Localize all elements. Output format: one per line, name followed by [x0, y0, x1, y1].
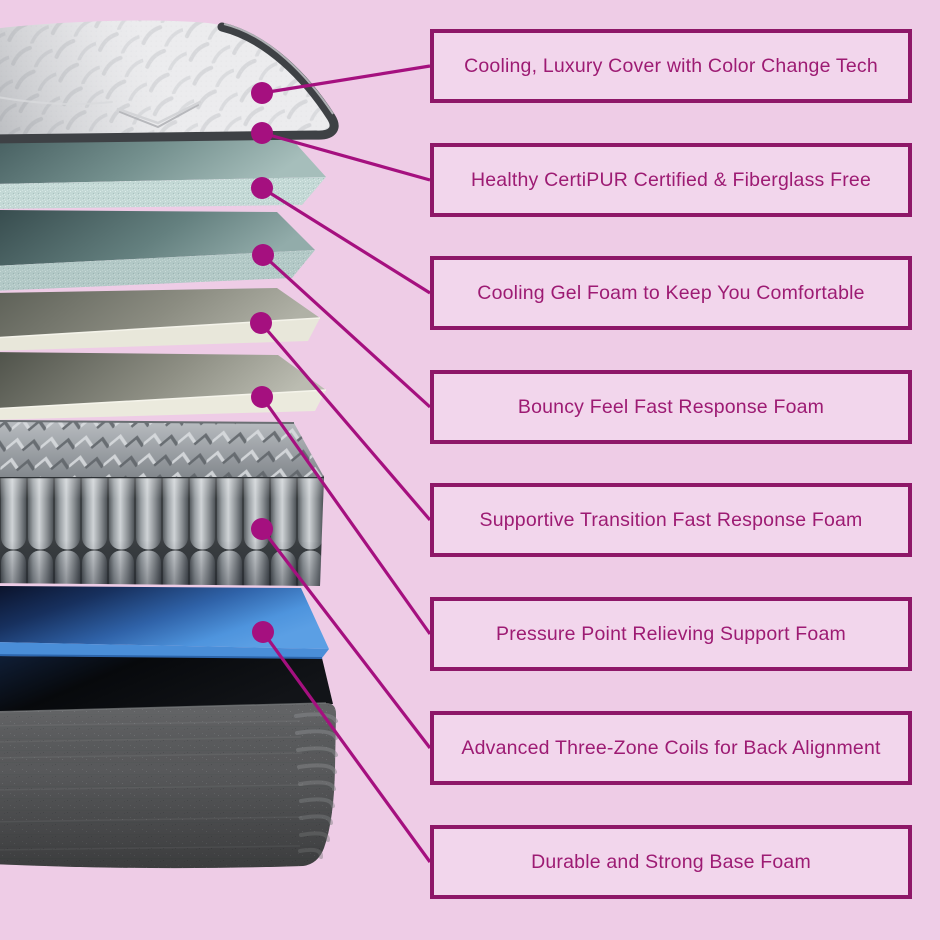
callout-dot-base	[252, 621, 274, 643]
callout-label: Cooling Gel Foam to Keep You Comfortable	[477, 281, 865, 304]
callout-label: Durable and Strong Base Foam	[531, 850, 811, 873]
callout-box-cover: Cooling, Luxury Cover with Color Change …	[430, 29, 912, 103]
callout-box-bouncy: Bouncy Feel Fast Response Foam	[430, 370, 912, 444]
callout-box-pressure: Pressure Point Relieving Support Foam	[430, 597, 912, 671]
gel2-front-tint	[0, 250, 315, 291]
base-front-bands	[0, 720, 304, 851]
callout-dot-cover	[251, 82, 273, 104]
gel-foam-layer-2	[0, 210, 315, 291]
blue-foam-front	[0, 642, 329, 658]
base-top-shadow	[0, 656, 333, 712]
base-fabric-shading	[0, 703, 336, 869]
base-foundation	[0, 656, 338, 869]
callout-dots	[250, 82, 274, 643]
gel2-top	[0, 210, 315, 266]
gel2-front	[0, 250, 315, 291]
callout-label: Healthy CertiPUR Certified & Fiberglass …	[470, 168, 871, 191]
callout-box-base: Durable and Strong Base Foam	[430, 825, 912, 899]
response-foam-layer-1	[0, 288, 321, 351]
callout-dot-transition	[250, 312, 272, 334]
callout-label: Bouncy Feel Fast Response Foam	[517, 395, 825, 418]
blue-foam-bottom-edge	[0, 654, 323, 659]
callout-box-transition: Supportive Transition Fast Response Foam	[430, 483, 912, 557]
callout-label: Advanced Three-Zone Coils for Back Align…	[461, 736, 881, 759]
callout-line-base	[261, 631, 432, 863]
callout-dot-gel-foam	[251, 177, 273, 199]
callout-box-coils: Advanced Three-Zone Coils for Back Align…	[430, 711, 912, 785]
coil-top-shine	[0, 477, 324, 499]
callout-label: Cooling, Luxury Cover with Color Change …	[464, 54, 878, 77]
coil-bottom-shade	[0, 540, 322, 586]
cream2-front	[0, 390, 326, 420]
callout-line-pressure	[260, 396, 432, 635]
callout-label: Pressure Point Relieving Support Foam	[496, 622, 846, 645]
support-foam-layer-blue	[0, 586, 329, 659]
callout-label: Supportive Transition Fast Response Foam	[479, 508, 863, 531]
blue-foam-top	[0, 586, 329, 649]
callout-box-gel-foam: Cooling Gel Foam to Keep You Comfortable	[430, 256, 912, 330]
gel1-front	[0, 177, 326, 209]
callout-dot-pressure	[251, 386, 273, 408]
quilt-seams	[0, 96, 202, 129]
wavy-top-edge	[0, 420, 295, 424]
base-top-highlight	[0, 702, 327, 713]
callout-dot-certipur	[251, 122, 273, 144]
cover-binding	[0, 22, 339, 144]
transition-foam-wavy	[0, 420, 324, 477]
callout-connectors	[259, 64, 432, 863]
base-corner-ribs	[294, 712, 338, 859]
callout-line-coils	[260, 528, 432, 749]
callout-line-bouncy	[261, 253, 432, 409]
callout-dot-coils	[251, 518, 273, 540]
callout-line-transition	[259, 321, 432, 522]
response-foam-layer-2	[0, 352, 327, 420]
cover-binding-highlight	[223, 23, 334, 115]
cream1-top	[0, 288, 320, 338]
callout-line-cover	[261, 64, 431, 95]
callout-line-certipur	[261, 131, 431, 182]
callout-line-gel-foam	[261, 186, 431, 295]
quilted-cover	[0, 20, 339, 144]
pocketed-coils	[0, 475, 324, 586]
callout-box-certipur: Healthy CertiPUR Certified & Fiberglass …	[430, 143, 912, 217]
cream1-front	[0, 318, 320, 351]
callout-dot-bouncy	[252, 244, 274, 266]
